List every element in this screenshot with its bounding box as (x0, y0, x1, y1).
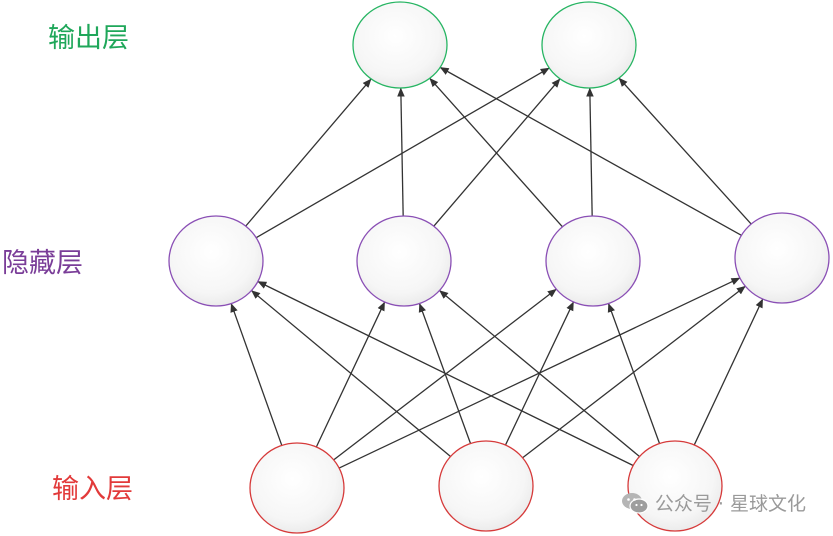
output-layer-label: 输出层 (48, 23, 129, 54)
input-node-3 (627, 440, 723, 532)
input-node-1 (249, 442, 345, 534)
watermark: 公众号 · 星球文化 (621, 489, 806, 516)
arrow-hidden-4-to-output-1 (439, 66, 742, 236)
arrow-input-1-to-hidden-2 (315, 301, 386, 448)
output-node-2 (541, 1, 637, 89)
arrow-input-3-to-hidden-4 (693, 298, 764, 446)
arrow-input-1-to-hidden-1 (230, 303, 283, 446)
arrow-input-3-to-hidden-2 (439, 289, 640, 458)
hidden-node-4 (734, 212, 830, 304)
neuron-nodes (168, 1, 830, 534)
input-node-2 (438, 440, 534, 532)
arrow-input-2-to-hidden-1 (251, 290, 451, 457)
arrow-input-3-to-hidden-1 (257, 280, 634, 467)
input-layer-label: 输入层 (52, 474, 133, 505)
watermark-text: 公众号 · 星球文化 (654, 493, 806, 515)
arrow-hidden-4-to-output-2 (618, 77, 752, 225)
arrow-hidden-3-to-output-1 (429, 77, 563, 228)
wechat-icon (621, 492, 649, 514)
output-node-1 (352, 1, 448, 89)
arrow-hidden-1-to-output-1 (245, 78, 372, 227)
arrow-input-3-to-hidden-3 (607, 303, 661, 444)
connection-arrows (230, 66, 764, 469)
hidden-node-1 (168, 215, 264, 307)
hidden-node-2 (356, 215, 452, 307)
arrow-hidden-1-to-output-2 (255, 67, 550, 239)
hidden-node-3 (545, 215, 641, 307)
hidden-layer-label: 隐藏层 (2, 248, 83, 279)
arrow-hidden-2-to-output-1 (397, 87, 405, 217)
